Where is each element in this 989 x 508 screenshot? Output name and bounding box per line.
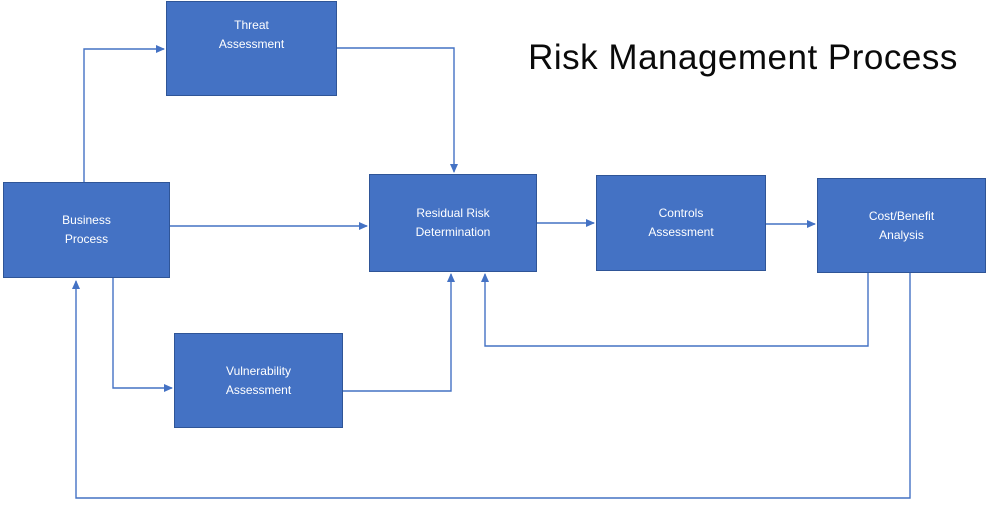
connector-vulnerability-to-residual bbox=[343, 273, 455, 392]
node-controls-assessment: Controls Assessment bbox=[596, 175, 766, 271]
node-cost-benefit-analysis-label: Cost/Benefit Analysis bbox=[868, 208, 935, 242]
node-controls-assessment-label: Controls Assessment bbox=[648, 206, 714, 239]
diagram-title: Risk Management Process bbox=[528, 38, 958, 77]
node-vulnerability-assessment: Vulnerability Assessment bbox=[174, 333, 343, 428]
node-business-process: Business Process bbox=[3, 182, 170, 278]
node-residual-risk-determination-label: Residual Risk Determination bbox=[415, 206, 491, 239]
node-residual-risk-determination: Residual Risk Determination bbox=[369, 174, 537, 272]
node-cost-benefit-analysis: Cost/Benefit Analysis bbox=[817, 178, 986, 273]
connector-cost-benefit-to-residual bbox=[481, 273, 869, 347]
node-threat-assessment: Threat Assessment bbox=[166, 1, 337, 96]
connector-business-to-threat bbox=[83, 45, 165, 183]
connector-threat-to-residual bbox=[337, 47, 458, 173]
node-vulnerability-assessment-label: Vulnerability Assessment bbox=[225, 363, 292, 397]
connector-cost-benefit-to-business bbox=[72, 273, 911, 499]
connector-business-to-vulnerability bbox=[112, 278, 173, 392]
node-business-process-label: Business Process bbox=[62, 213, 111, 246]
node-threat-assessment-label: Threat Assessment bbox=[218, 18, 285, 51]
